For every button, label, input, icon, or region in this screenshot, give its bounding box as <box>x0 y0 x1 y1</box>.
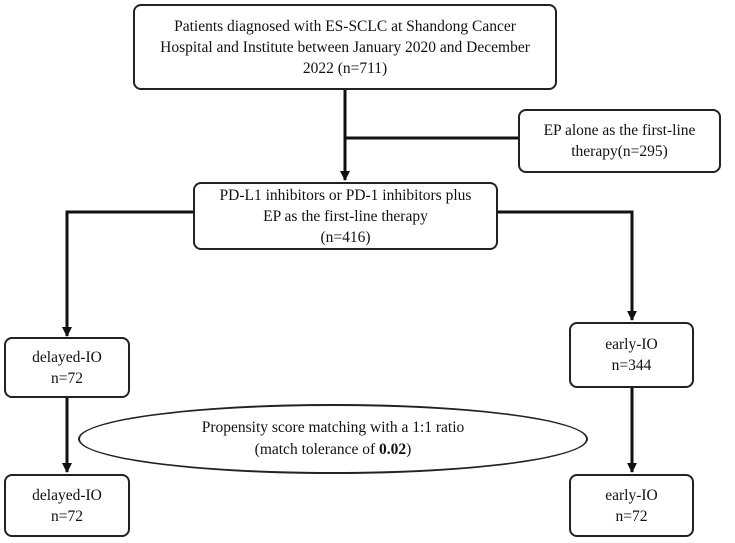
ep-alone-box: EP alone as the first-line therapy(n=295… <box>518 109 721 173</box>
delayed-io-box: delayed-IO n=72 <box>4 337 130 398</box>
early-io-box: early-IO n=344 <box>569 322 694 388</box>
arrow-inhibitors-to-early-io <box>498 210 637 321</box>
matching-line-2-prefix: (match tolerance of <box>254 441 380 458</box>
early-io-matched-box: early-IO n=72 <box>569 474 694 537</box>
matching-tolerance-value: 0.02 <box>379 441 407 458</box>
ep-alone-line-2: therapy(n=295) <box>571 143 668 160</box>
delayed-io-matched-label: delayed-IO <box>32 486 102 504</box>
inhibitors-line-2: EP as the first-line therapy <box>263 207 428 225</box>
early-io-matched-count: n=72 <box>615 507 648 525</box>
diagnosed-patients-box: Patients diagnosed with ES-SCLC at Shand… <box>133 4 557 90</box>
matching-line-2: (match tolerance of 0.02) <box>255 439 412 461</box>
ep-alone-line-1: EP alone as the first-line <box>543 122 696 139</box>
arrow-inhibitors-to-delayed-io <box>62 210 193 337</box>
propensity-matching-ellipse: Propensity score matching with a 1:1 rat… <box>78 404 588 474</box>
diagnosed-line-2: Hospital and Institute between January 2… <box>160 38 530 56</box>
diagnosed-line-3: 2022 (n=711) <box>302 59 388 77</box>
delayed-io-label: delayed-IO <box>32 348 102 366</box>
matching-line-2-suffix: ) <box>406 441 412 458</box>
inhibitors-box: PD-L1 inhibitors or PD-1 inhibitors plus… <box>193 182 498 250</box>
matching-line-1: Propensity score matching with a 1:1 rat… <box>201 419 465 436</box>
delayed-io-count: n=72 <box>51 369 83 387</box>
early-io-label: early-IO <box>605 336 658 353</box>
delayed-io-matched-count: n=72 <box>51 507 83 525</box>
delayed-io-matched-box: delayed-IO n=72 <box>4 474 130 537</box>
early-io-count: n=344 <box>611 357 652 374</box>
inhibitors-line-1: PD-L1 inhibitors or PD-1 inhibitors plus <box>219 186 472 204</box>
early-io-matched-label: early-IO <box>605 486 658 504</box>
diagnosed-line-1: Patients diagnosed with ES-SCLC at Shand… <box>174 17 516 35</box>
inhibitors-line-3: (n=416) <box>320 228 371 246</box>
